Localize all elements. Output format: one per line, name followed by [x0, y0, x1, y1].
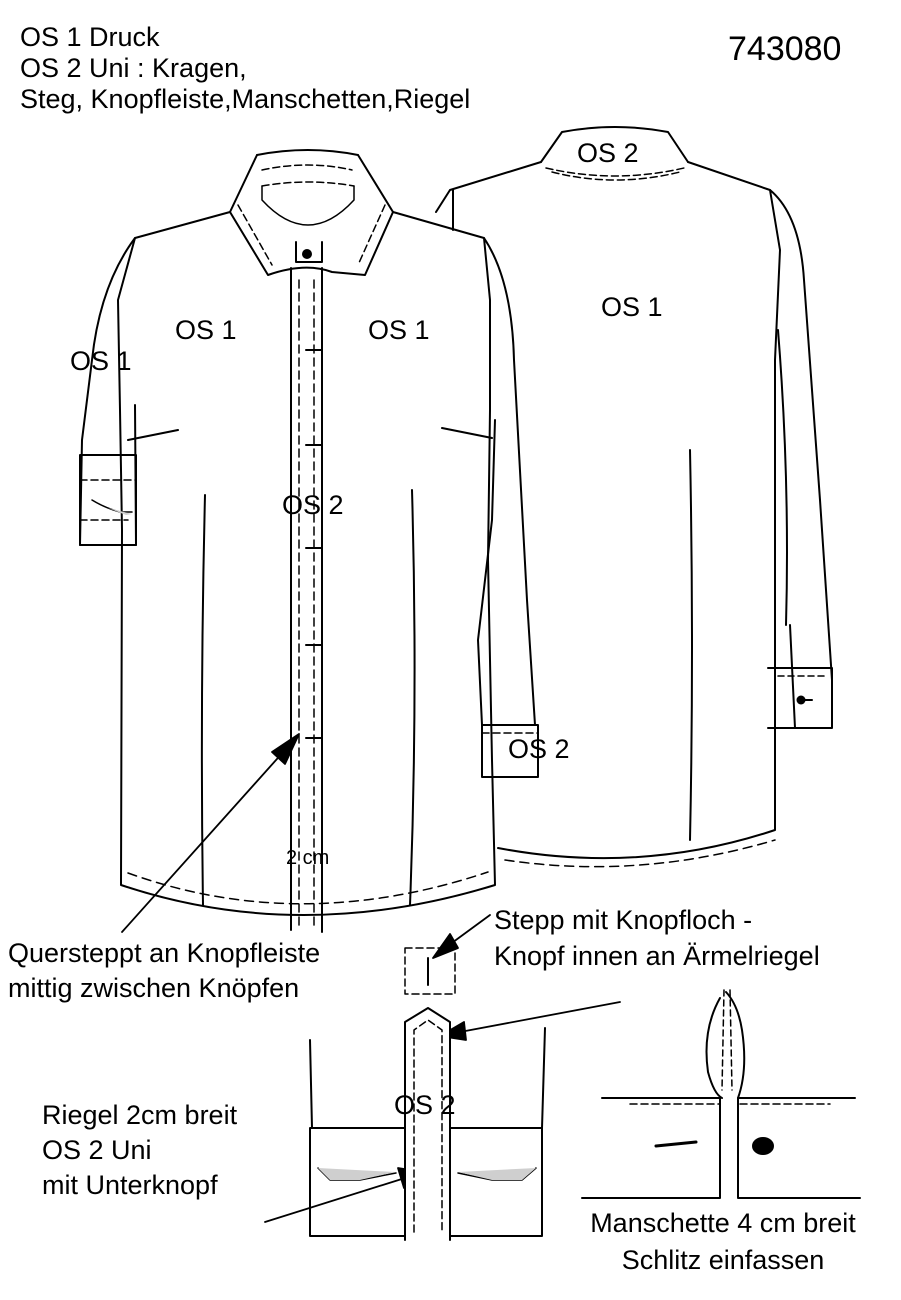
back-sleeve	[769, 189, 833, 681]
note-tab-buttonhole-line-1: Stepp mit Knopfloch -	[494, 905, 753, 935]
sleeve-tab-strip	[404, 1007, 451, 1241]
front-body-outline	[117, 211, 496, 916]
label-placket-width: 2 cm	[286, 847, 330, 869]
annotation-arrows	[121, 733, 621, 1223]
note-placket-stitch: Quersteppt an Knopfleiste mittig zwische…	[8, 936, 320, 1006]
sleeve-tab-detail	[309, 1007, 546, 1241]
front-placket	[290, 267, 323, 933]
note-cuff-spec: Manschette 4 cm breit Schlitz einfassen	[558, 1205, 888, 1279]
label-front-sleeve: OS 1	[70, 346, 132, 376]
note-tab-buttonhole: Stepp mit Knopfloch - Knopf innen an Ärm…	[494, 902, 820, 974]
header-notes: OS 1 Druck OS 2 Uni : Kragen, Steg, Knop…	[20, 22, 470, 115]
cuff-slit-binding	[705, 991, 746, 1099]
label-back-cuff: OS 2	[508, 734, 570, 764]
header-line-3: Steg, Knopfleiste,Manschetten,Riegel	[20, 84, 471, 114]
back-shirt-drawing	[435, 126, 833, 868]
cuff-button	[752, 1137, 774, 1155]
note-cuff-spec-line-2: Schlitz einfassen	[621, 1245, 825, 1275]
back-yoke	[540, 126, 689, 163]
note-tab-buttonhole-line-2: Knopf innen an Ärmelriegel	[494, 941, 820, 971]
arrow-to-placket	[121, 749, 286, 933]
note-tab-spec-line-1: Riegel 2cm breit	[42, 1100, 238, 1130]
note-tab-spec-line-3: mit Unterknopf	[42, 1170, 218, 1200]
front-shirt-drawing	[79, 149, 539, 933]
arrow-to-tab	[459, 1001, 621, 1033]
arrow-to-tab-button	[264, 1177, 406, 1223]
back-body-outline	[435, 161, 781, 860]
buttonhole-stitch-detail	[404, 947, 456, 995]
cuff-detail	[581, 989, 861, 1199]
front-collar	[229, 154, 394, 276]
label-front-placket: OS 2	[282, 490, 344, 520]
front-left-sleeve	[79, 237, 137, 546]
label-back-body: OS 1	[601, 292, 663, 322]
note-tab-spec-line-2: OS 2 Uni	[42, 1135, 152, 1165]
label-tab: OS 2	[394, 1090, 456, 1120]
note-placket-stitch-line-1: Quersteppt an Knopfleiste	[8, 938, 321, 968]
label-front-left-panel: OS 1	[175, 315, 237, 345]
label-front-right-panel: OS 1	[368, 315, 430, 345]
front-right-cuff	[481, 724, 539, 778]
front-right-sleeve	[477, 237, 536, 726]
label-back-yoke: OS 2	[577, 138, 639, 168]
header-line-1: OS 1 Druck	[20, 22, 160, 52]
note-tab-spec: Riegel 2cm breit OS 2 Uni mit Unterknopf	[42, 1098, 237, 1203]
note-placket-stitch-line-2: mittig zwischen Knöpfen	[8, 973, 300, 1003]
header-line-2: OS 2 Uni : Kragen,	[20, 53, 247, 83]
collar-button	[302, 249, 312, 259]
note-cuff-spec-line-1: Manschette 4 cm breit	[590, 1208, 856, 1238]
front-left-cuff	[79, 454, 137, 546]
placket-cross-stitches	[305, 349, 323, 739]
article-number: 743080	[728, 30, 842, 68]
